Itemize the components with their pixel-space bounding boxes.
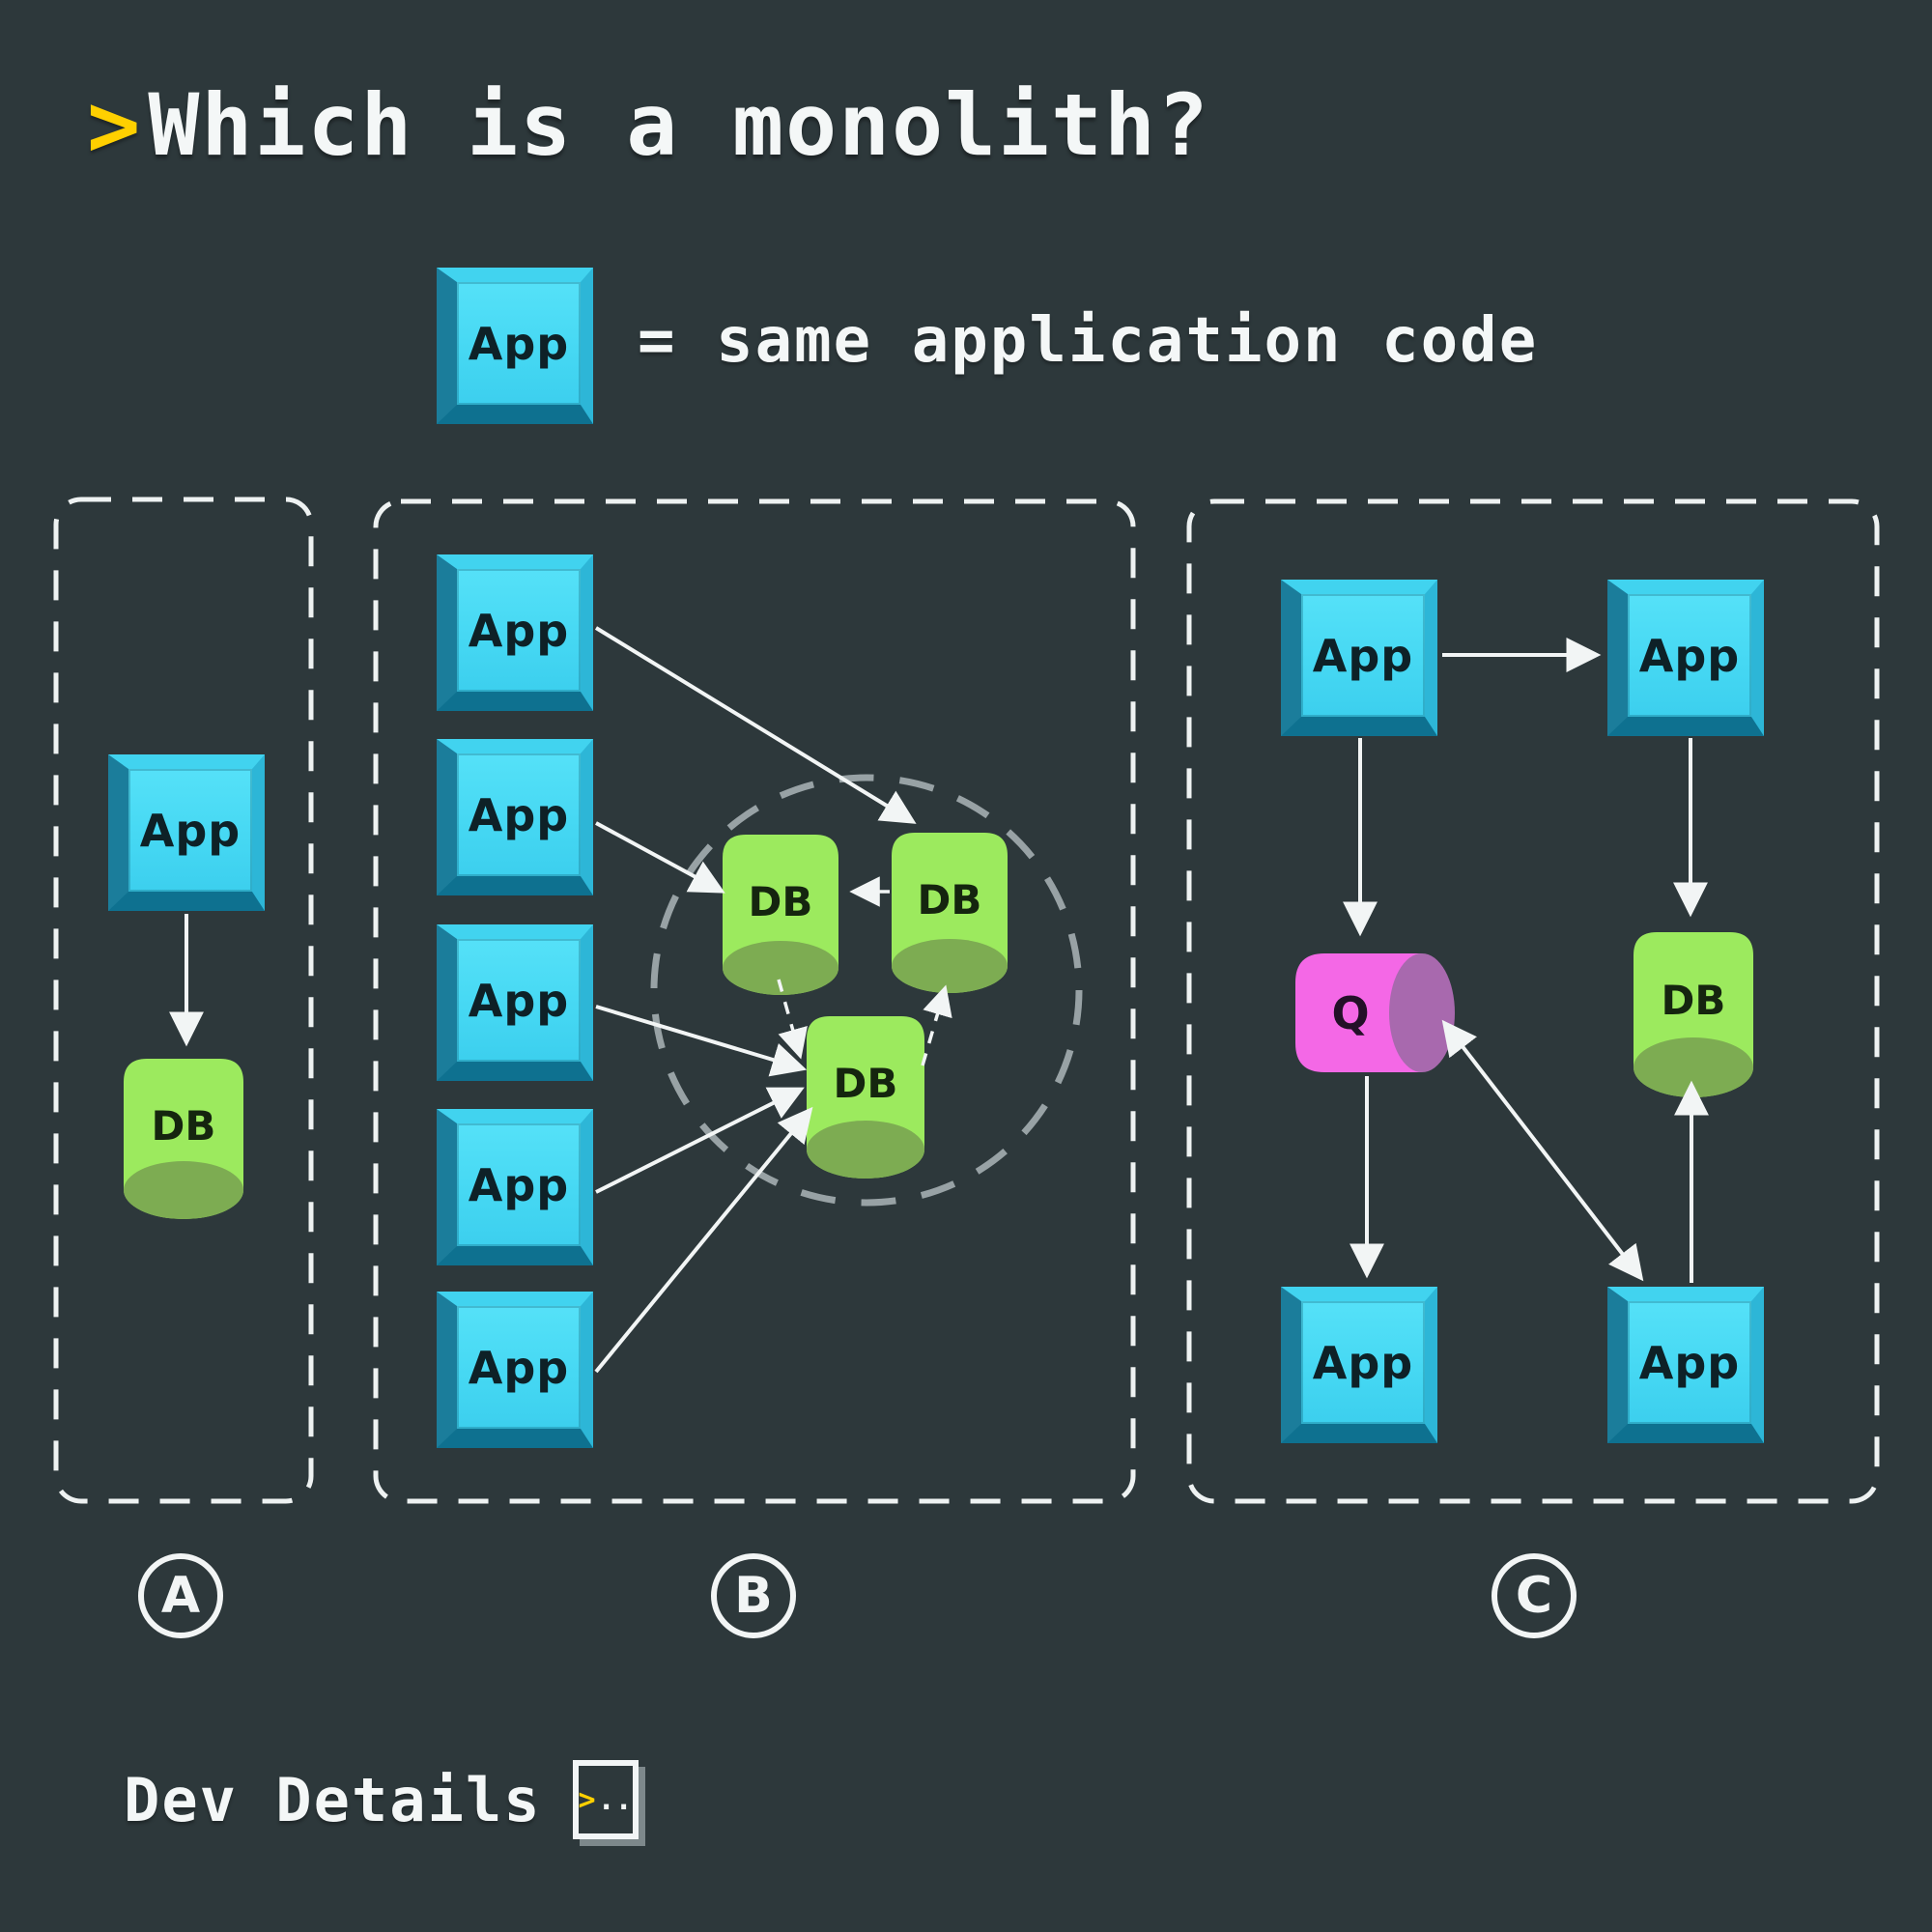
app-label: App (1312, 1336, 1414, 1389)
db-label: DB (749, 878, 813, 925)
title-row: > Which is a monolith? (87, 73, 1210, 177)
db-label: DB (918, 876, 982, 923)
panel-label-a: A (138, 1553, 223, 1638)
panel-c-outline (1186, 498, 1880, 1504)
legend-app-label: App (468, 317, 570, 370)
prompt-chevron-icon: > (87, 73, 141, 177)
panel-c-queue-cylinder: Q (1295, 953, 1455, 1072)
dev-details-label[interactable]: Dev Details (124, 1764, 542, 1835)
arrow-b-app3-to-db-mid (595, 1005, 808, 1077)
panel-c-app-box-bottom-left: App (1281, 1287, 1437, 1443)
panel-b-app-box-2: App (437, 739, 593, 895)
arrow-b-app1-to-db-right (594, 626, 917, 824)
panel-b-app-box-3: App (437, 924, 593, 1081)
panel-b-app-box-4: App (437, 1109, 593, 1265)
dev-details-link[interactable]: Dev Details > .. (124, 1760, 639, 1839)
panel-b-app-box-1: App (437, 554, 593, 711)
arrow-b-app4-to-db-mid (595, 1087, 805, 1194)
panel-c-app-box-top-right: App (1607, 580, 1764, 736)
page-title: Which is a monolith? (148, 75, 1210, 175)
db-label: DB (834, 1060, 898, 1107)
legend-app-box: App (437, 268, 593, 424)
panel-label-b: B (711, 1553, 796, 1638)
app-label: App (1638, 1336, 1741, 1389)
panel-a-db-cylinder: DB (124, 1059, 243, 1219)
arrow-b-dbmid-to-dbright (921, 984, 952, 1066)
app-label: App (139, 804, 242, 857)
queue-label: Q (1331, 987, 1369, 1039)
app-label: App (468, 604, 570, 657)
app-label: App (468, 788, 570, 841)
app-label: App (468, 1158, 570, 1211)
arrow-b-app5-to-db-mid (594, 1106, 813, 1374)
panel-c-db-cylinder: DB (1634, 932, 1753, 1097)
panel-b-db-right-cylinder: DB (892, 833, 1008, 993)
db-label: DB (152, 1102, 216, 1150)
panel-a-outline (53, 497, 314, 1504)
terminal-prompt-chevron: > (578, 1782, 596, 1817)
panel-c-app-box-top-left: App (1281, 580, 1437, 736)
arrow-b-app2-to-db-left (595, 821, 725, 894)
panel-a-app-box: App (108, 754, 265, 911)
panel-b-db-left-cylinder: DB (723, 835, 838, 995)
legend-description: = same application code (638, 305, 1539, 377)
db-label: DB (1662, 977, 1726, 1024)
panel-label-c: C (1492, 1553, 1577, 1638)
shared-db-boundary-circle (650, 774, 1083, 1207)
panel-b-db-mid-cylinder: DB (807, 1016, 924, 1179)
dashed-replication-arrows (777, 876, 952, 1066)
terminal-icon[interactable]: > .. (572, 1760, 639, 1839)
arrow-c-queue-app-bidirectional (1441, 1019, 1644, 1282)
app-label: App (1638, 629, 1741, 682)
app-label: App (468, 1341, 570, 1394)
app-label: App (1312, 629, 1414, 682)
panel-c-app-box-bottom-right: App (1607, 1287, 1764, 1443)
terminal-prompt-dots: .. (597, 1782, 633, 1817)
solid-arrows (169, 626, 1709, 1374)
app-label: App (468, 974, 570, 1027)
panel-b-app-box-5: App (437, 1292, 593, 1448)
